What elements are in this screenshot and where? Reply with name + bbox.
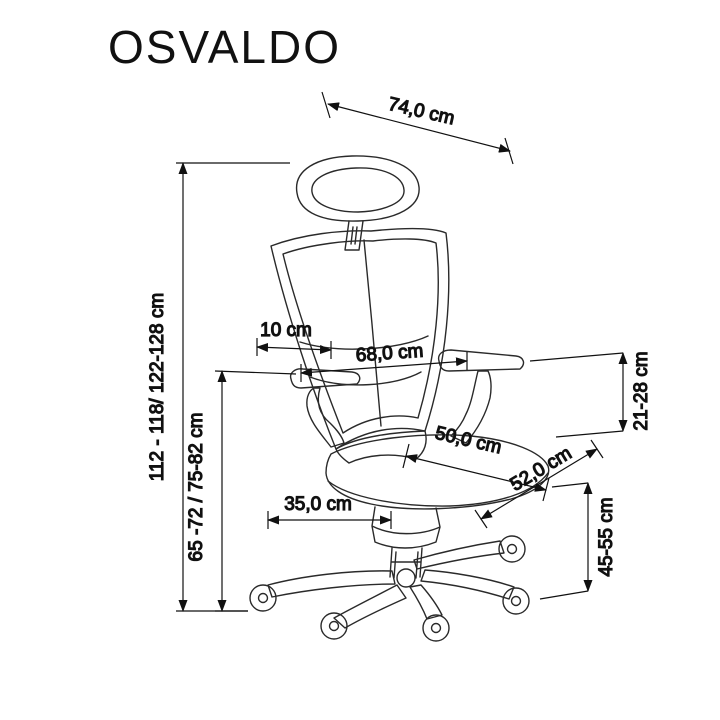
dim-top-width: 74,0 cm [321, 91, 514, 165]
extension-line [321, 91, 331, 119]
gas-lift [389, 547, 423, 579]
base-hub [396, 568, 416, 588]
backrest-spine [363, 239, 382, 427]
dim-seat-height: 45-55 cm [539, 482, 618, 600]
caster-front [422, 614, 450, 642]
headrest-bracket [344, 220, 364, 251]
dimension-line [300, 357, 468, 377]
dimension-label: 68,0 cm [355, 341, 424, 367]
dimension-label: 21-28 cm [631, 351, 652, 430]
extension-line [402, 443, 410, 469]
extension-line [551, 482, 589, 488]
dimension-line [327, 102, 511, 153]
base-leg-right [420, 569, 515, 600]
product-title: OSVALDO [108, 21, 341, 73]
base-leg-front-left [333, 584, 407, 629]
extension-line [590, 439, 604, 459]
dimension-label: 112 - 118/ 122-128 cm [147, 293, 168, 481]
dimension-label: 35,0 cm [284, 494, 352, 515]
lumbar-curve-lower [309, 371, 422, 386]
dimension-label: 10 cm [260, 320, 312, 341]
caster-back-right [498, 535, 526, 563]
backrest-inner [282, 238, 439, 434]
dimension-line [256, 342, 332, 355]
chair-illustration [249, 155, 550, 642]
dim-seat-to-floor-range: 65 -72 / 75-82 cm [185, 370, 297, 612]
caster-right [502, 587, 530, 615]
dim-armrest-height: 21-28 cm [529, 351, 653, 438]
headrest-inner [311, 167, 405, 213]
dim-headrest-adjustment: 10 cm [256, 319, 332, 359]
extension-line [555, 430, 624, 438]
armrest-right-pad [437, 349, 525, 372]
armrest-left-support [306, 387, 345, 448]
extension-line [214, 370, 297, 375]
base-leg-back-right [413, 540, 505, 570]
dim-base-front-depth: 35,0 cm [267, 493, 392, 529]
seat-mechanism [371, 506, 441, 549]
dimension-label: 50,0 cm [433, 423, 504, 459]
extension-line [504, 137, 514, 165]
dim-overall-height: 112 - 118/ 122-128 cm [146, 162, 290, 612]
dimension-label: 52,0 cm [507, 443, 576, 496]
base-leg-front [409, 584, 443, 620]
caster-front-left [320, 612, 348, 640]
dimension-line [480, 448, 598, 520]
dimension-label: 65 -72 / 75-82 cm [186, 413, 207, 562]
base-leg-left [267, 570, 396, 598]
caster-left [249, 584, 277, 612]
dimension-label: 45-55 cm [596, 497, 617, 576]
headrest [295, 155, 420, 222]
extension-line [539, 590, 589, 600]
dimension-label: 74,0 cm [386, 94, 457, 130]
extension-line [529, 352, 624, 362]
extension-line [474, 509, 488, 529]
armrest-right-support [450, 370, 492, 444]
